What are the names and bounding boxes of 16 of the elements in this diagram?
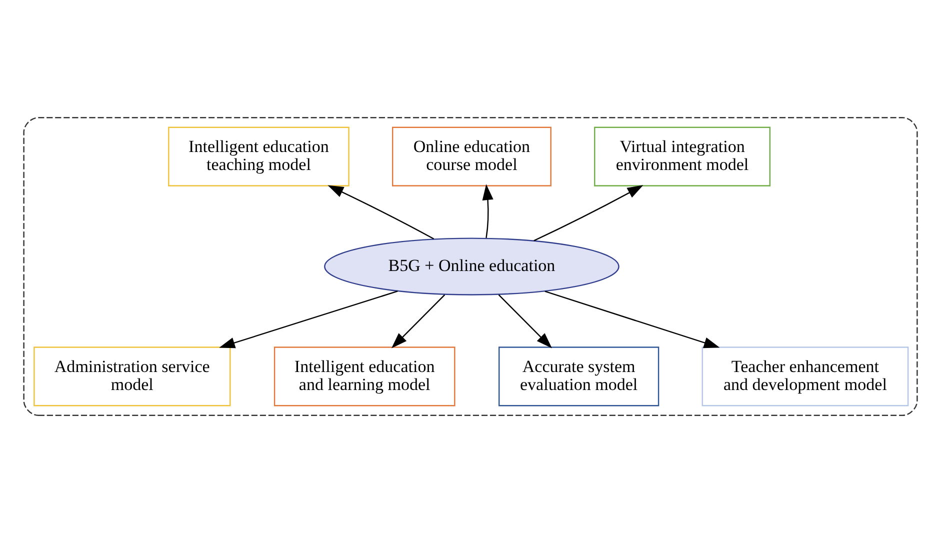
arrow bbox=[498, 294, 552, 348]
node-box: Teacher enhancement and development model bbox=[702, 346, 909, 406]
node-box: Intelligent education teaching model bbox=[168, 126, 350, 186]
arrow bbox=[482, 184, 494, 238]
node-box: Virtual integration environment model bbox=[594, 126, 771, 186]
node-box: Intelligent education and learning model bbox=[274, 346, 456, 406]
node-ellipse: B5G + Online education bbox=[324, 238, 620, 296]
cluster bbox=[23, 117, 918, 416]
arrow bbox=[391, 294, 446, 348]
node-box: Administration service model bbox=[34, 346, 231, 406]
arrow bbox=[534, 185, 644, 242]
arrow bbox=[328, 185, 434, 240]
arrow bbox=[219, 290, 398, 348]
node-box: Online education course model bbox=[392, 126, 552, 186]
arrow bbox=[544, 290, 720, 348]
node-box: Accurate system evaluation model bbox=[498, 346, 660, 406]
